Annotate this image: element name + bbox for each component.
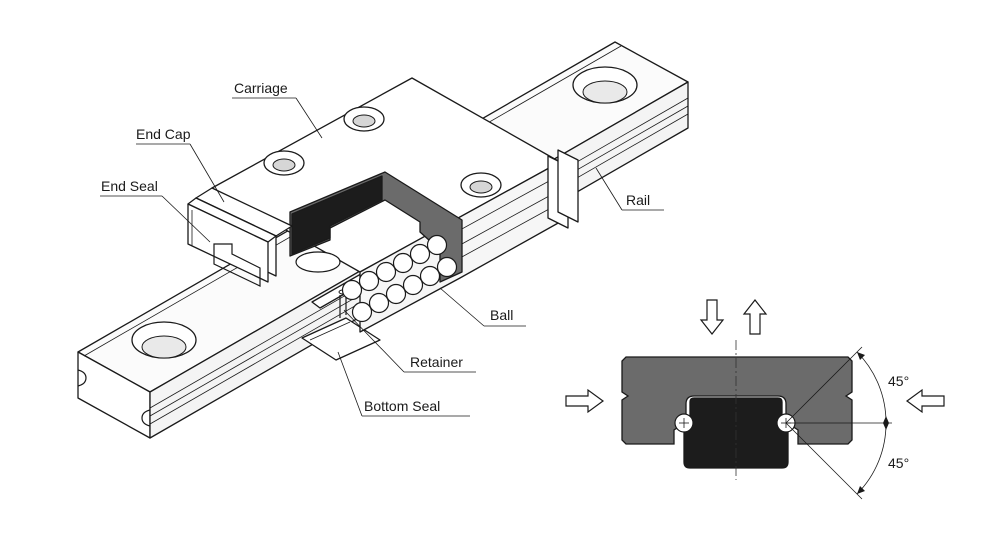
- rail-hole-back: [572, 66, 638, 104]
- ball-1-4: [419, 265, 441, 287]
- ball-set: [341, 234, 458, 323]
- arrow-up-icon: [742, 299, 768, 335]
- carriage-hole-3: [460, 172, 502, 198]
- label-rail: Rail: [626, 192, 650, 208]
- ball-0-3: [392, 252, 414, 274]
- ball-1-3: [402, 274, 424, 296]
- ball-1-1: [368, 292, 390, 314]
- ball-0-2: [375, 261, 397, 283]
- label-end-cap: End Cap: [136, 126, 191, 142]
- angle-label-bottom: 45°: [888, 455, 909, 471]
- carriage-hole-1: [343, 106, 385, 132]
- label-end-seal: End Seal: [101, 178, 158, 194]
- ball-1-5: [436, 256, 458, 278]
- labels: Carriage End Cap End Seal Rail Ball Reta…: [100, 80, 664, 417]
- arrow-left-icon: [905, 388, 945, 414]
- ball-0-1: [358, 270, 380, 292]
- ball-0-0: [341, 279, 363, 301]
- label-ball: Ball: [490, 307, 513, 323]
- label-retainer: Retainer: [410, 354, 463, 370]
- angle-label-top: 45°: [888, 373, 909, 389]
- ball-0-5: [426, 234, 448, 256]
- label-bottom-seal: Bottom Seal: [364, 398, 440, 414]
- label-carriage: Carriage: [234, 80, 288, 96]
- ball-1-2: [385, 283, 407, 305]
- ball-1-0: [351, 301, 373, 323]
- cross-section: 45° 45°: [565, 299, 945, 500]
- carriage-hole-2: [263, 150, 305, 176]
- end-seal: [187, 197, 277, 287]
- arrow-down-icon: [699, 299, 725, 335]
- arrow-right-icon: [565, 388, 605, 414]
- ball-0-4: [409, 243, 431, 265]
- rail-hole-front: [131, 321, 197, 359]
